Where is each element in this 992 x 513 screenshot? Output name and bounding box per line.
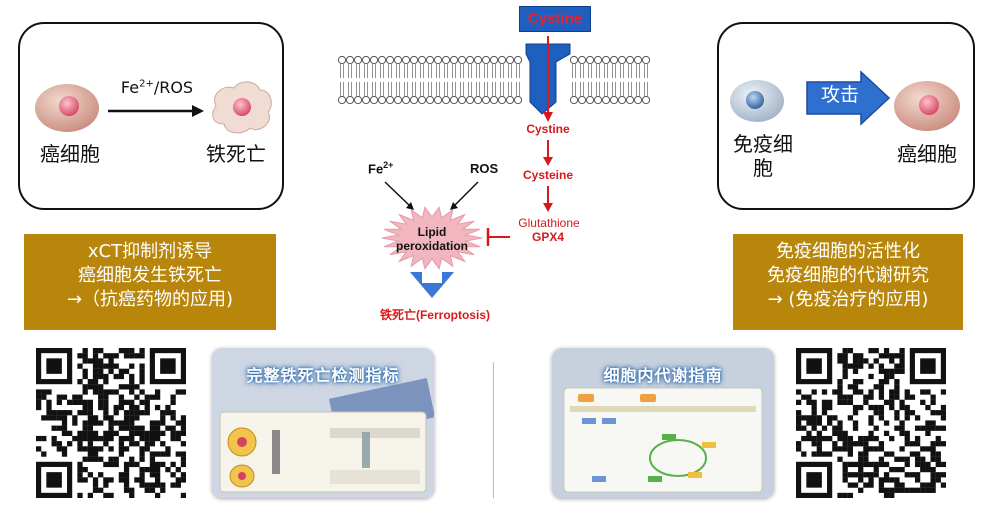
right-banner-line2: 免疫细胞的代谢研究 xyxy=(767,265,929,286)
metabolism-guide-thumbnail[interactable]: 细胞内代谢指南 xyxy=(552,348,774,498)
fe-label-base: Fe xyxy=(368,161,384,177)
left-qr-code[interactable] xyxy=(36,348,186,498)
ros-arrow xyxy=(453,181,479,207)
target-cell-label: 癌细胞 xyxy=(897,142,957,166)
metabolism-guide-figure xyxy=(552,348,774,498)
glutathione-label: Glutathione xyxy=(518,216,580,230)
cystine-top-box: Cystine xyxy=(519,6,591,32)
arrow-label-sup: 2+ xyxy=(139,78,154,90)
cystine-in-label: Cystine xyxy=(526,122,570,136)
fe-arrowhead xyxy=(406,202,414,210)
cysteine-label: Cysteine xyxy=(522,168,574,182)
center-divider xyxy=(493,362,494,498)
left-thumb-title: 完整铁死亡检测指标 xyxy=(246,366,400,385)
right-thumb-title: 细胞内代谢指南 xyxy=(603,366,723,385)
lipid-peroxidation-label: Lipid peroxidation xyxy=(384,225,480,253)
arrow-label: Fe2+/ROS xyxy=(112,78,202,97)
lipid-line1: Lipid xyxy=(417,225,447,239)
lipid-line2: peroxidation xyxy=(395,239,468,253)
ferroptotic-cell-icon xyxy=(212,81,272,134)
left-banner-line1: xCT抑制剂诱导 xyxy=(87,241,213,262)
lipid-peroxidation-burst-icon xyxy=(381,206,483,270)
right-qr-code[interactable] xyxy=(796,348,946,498)
ros-label: ROS xyxy=(470,161,499,176)
left-banner-line3: →（抗癌药物的应用) xyxy=(66,289,234,310)
gpx4-label: GPX4 xyxy=(531,230,564,244)
cell-from-label: 癌细胞 xyxy=(40,142,100,166)
glutathione-arrowhead xyxy=(543,203,553,212)
cell-to-label: 铁死亡 xyxy=(206,142,266,166)
attack-label: 攻击 xyxy=(820,84,859,106)
arrow-label-rest: /ROS xyxy=(153,78,194,97)
fe-arrow xyxy=(384,181,411,207)
fe-label-sup: 2+ xyxy=(383,160,394,170)
cystine-top-label: Cystine xyxy=(527,10,583,27)
cysteine-arrowhead xyxy=(543,157,553,166)
left-banner-line2: 癌细胞发生铁死亡 xyxy=(78,265,222,286)
cancer-ferroptosis-panel: 癌细胞 Fe2+/ROS 铁死亡 xyxy=(18,22,284,210)
target-cancer-cell-icon xyxy=(894,81,960,131)
immune-cell-label: 免疫细胞 xyxy=(733,132,793,180)
ferroptosis-guide-figure xyxy=(212,348,434,498)
ferroptosis-guide-thumbnail[interactable]: 完整铁死亡检测指标 xyxy=(212,348,434,498)
cancer-cell-icon xyxy=(35,84,99,132)
immune-attack-panel: 免疫细胞 攻击 癌细胞 xyxy=(717,22,975,210)
cell-membrane xyxy=(337,55,651,105)
transform-arrow-icon xyxy=(108,105,204,117)
ferroptosis-result-arrow-icon xyxy=(410,272,454,298)
fe-label: Fe2+ xyxy=(368,160,393,176)
ros-arrowhead xyxy=(450,202,458,210)
arrow-label-base: Fe xyxy=(120,78,140,97)
left-info-banner: xCT抑制剂诱导 癌细胞发生铁死亡 →（抗癌药物的应用) xyxy=(24,234,276,330)
right-info-banner: 免疫细胞的活性化 免疫细胞的代谢研究 → (免疫治疗的应用) xyxy=(733,234,963,330)
right-banner-line1: 免疫细胞的活性化 xyxy=(776,241,920,262)
ferroptosis-result-label: 铁死亡(Ferroptosis) xyxy=(379,308,490,322)
attack-arrow-icon xyxy=(806,70,891,126)
right-banner-line3: → (免疫治疗的应用) xyxy=(767,289,929,310)
immune-cell-icon xyxy=(730,80,784,122)
cystine-uptake-arrowhead xyxy=(543,112,553,122)
ferroptosis-pathway xyxy=(337,36,651,298)
